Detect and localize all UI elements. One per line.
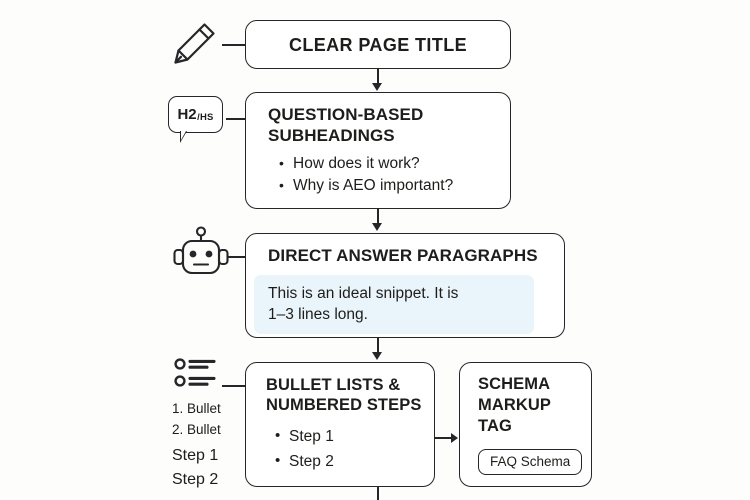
h2-sub-text: /HS [197, 112, 214, 123]
snippet-line-1: This is an ideal snippet. It is [268, 285, 459, 302]
connector-subheadings-to-answer [377, 209, 379, 224]
faq-schema-pill[interactable]: FAQ Schema [478, 449, 583, 475]
node-clear-page-title-label: CLEAR PAGE TITLE [288, 35, 468, 55]
node-bullets-title-line1: BULLET LISTS & [266, 376, 401, 394]
node-bullets-title-line2: NUMBERED STEPS [266, 396, 422, 414]
h2-main-text: H2 [177, 106, 197, 123]
connector-robot-to-answer [228, 256, 245, 258]
arrow-title-to-subheadings [372, 83, 382, 91]
h2-label: H2/HS [168, 96, 223, 133]
node-bullet-lists-numbered-steps[interactable]: BULLET LISTS & NUMBERED STEPS Step 1 Ste… [245, 362, 435, 487]
arrow-answer-to-bullets [372, 352, 382, 360]
node-clear-page-title[interactable]: CLEAR PAGE TITLE [245, 20, 511, 69]
connector-answer-to-bullets [377, 338, 379, 353]
node-subheadings-title-line1: QUESTION-BASED [268, 105, 424, 124]
node-schema-title-line2: MARKUP [478, 396, 552, 414]
node-direct-answer-paragraphs[interactable]: DIRECT ANSWER PARAGRAPHS This is an idea… [245, 233, 565, 338]
arrow-subheadings-to-answer [372, 223, 382, 231]
bullets-step-list: Step 1 Step 2 [275, 423, 434, 474]
h2-speech-bubble-tail-fill [180, 131, 186, 140]
connector-list-to-bullets [222, 385, 245, 387]
rail-numbered-item-1: 1. Bullet [172, 401, 221, 416]
rail-numbered-item-2: 2. Bullet [172, 422, 221, 437]
node-subheadings-title-line2: SUBHEADINGS [268, 126, 395, 145]
list-item: Why is AEO important? [279, 174, 510, 197]
robot-icon [166, 226, 236, 286]
rail-step-item-1: Step 1 [172, 447, 219, 464]
bullet-list-icon [174, 358, 220, 390]
pencil-icon [168, 18, 220, 70]
node-schema-title-line1: SCHEMA [478, 375, 551, 393]
snippet-line-2: 1–3 lines long. [268, 306, 368, 323]
connector-h2-to-subheadings [226, 118, 245, 120]
snippet-highlight-box: This is an ideal snippet. It is 1–3 line… [254, 275, 534, 334]
list-item: How does it work? [279, 152, 510, 175]
rail-step-item-2: Step 2 [172, 471, 219, 488]
connector-bullets-to-next [377, 487, 379, 500]
node-question-based-subheadings[interactable]: QUESTION-BASED SUBHEADINGS How does it w… [245, 92, 511, 209]
connector-bullets-to-schema [435, 437, 452, 439]
subheadings-question-list: How does it work? Why is AEO important? [279, 152, 510, 197]
connector-title-to-subheadings [377, 69, 379, 84]
list-item: Step 2 [275, 448, 434, 474]
node-answer-title: DIRECT ANSWER PARAGRAPHS [268, 246, 538, 265]
node-schema-title-line3: TAG [478, 417, 512, 435]
node-schema-markup-tag[interactable]: SCHEMA MARKUP TAG FAQ Schema [459, 362, 592, 487]
arrow-bullets-to-schema [451, 432, 458, 443]
connector-pencil-to-title [222, 44, 245, 46]
h2-speech-bubble-icon [168, 96, 223, 133]
list-item: Step 1 [275, 423, 434, 449]
